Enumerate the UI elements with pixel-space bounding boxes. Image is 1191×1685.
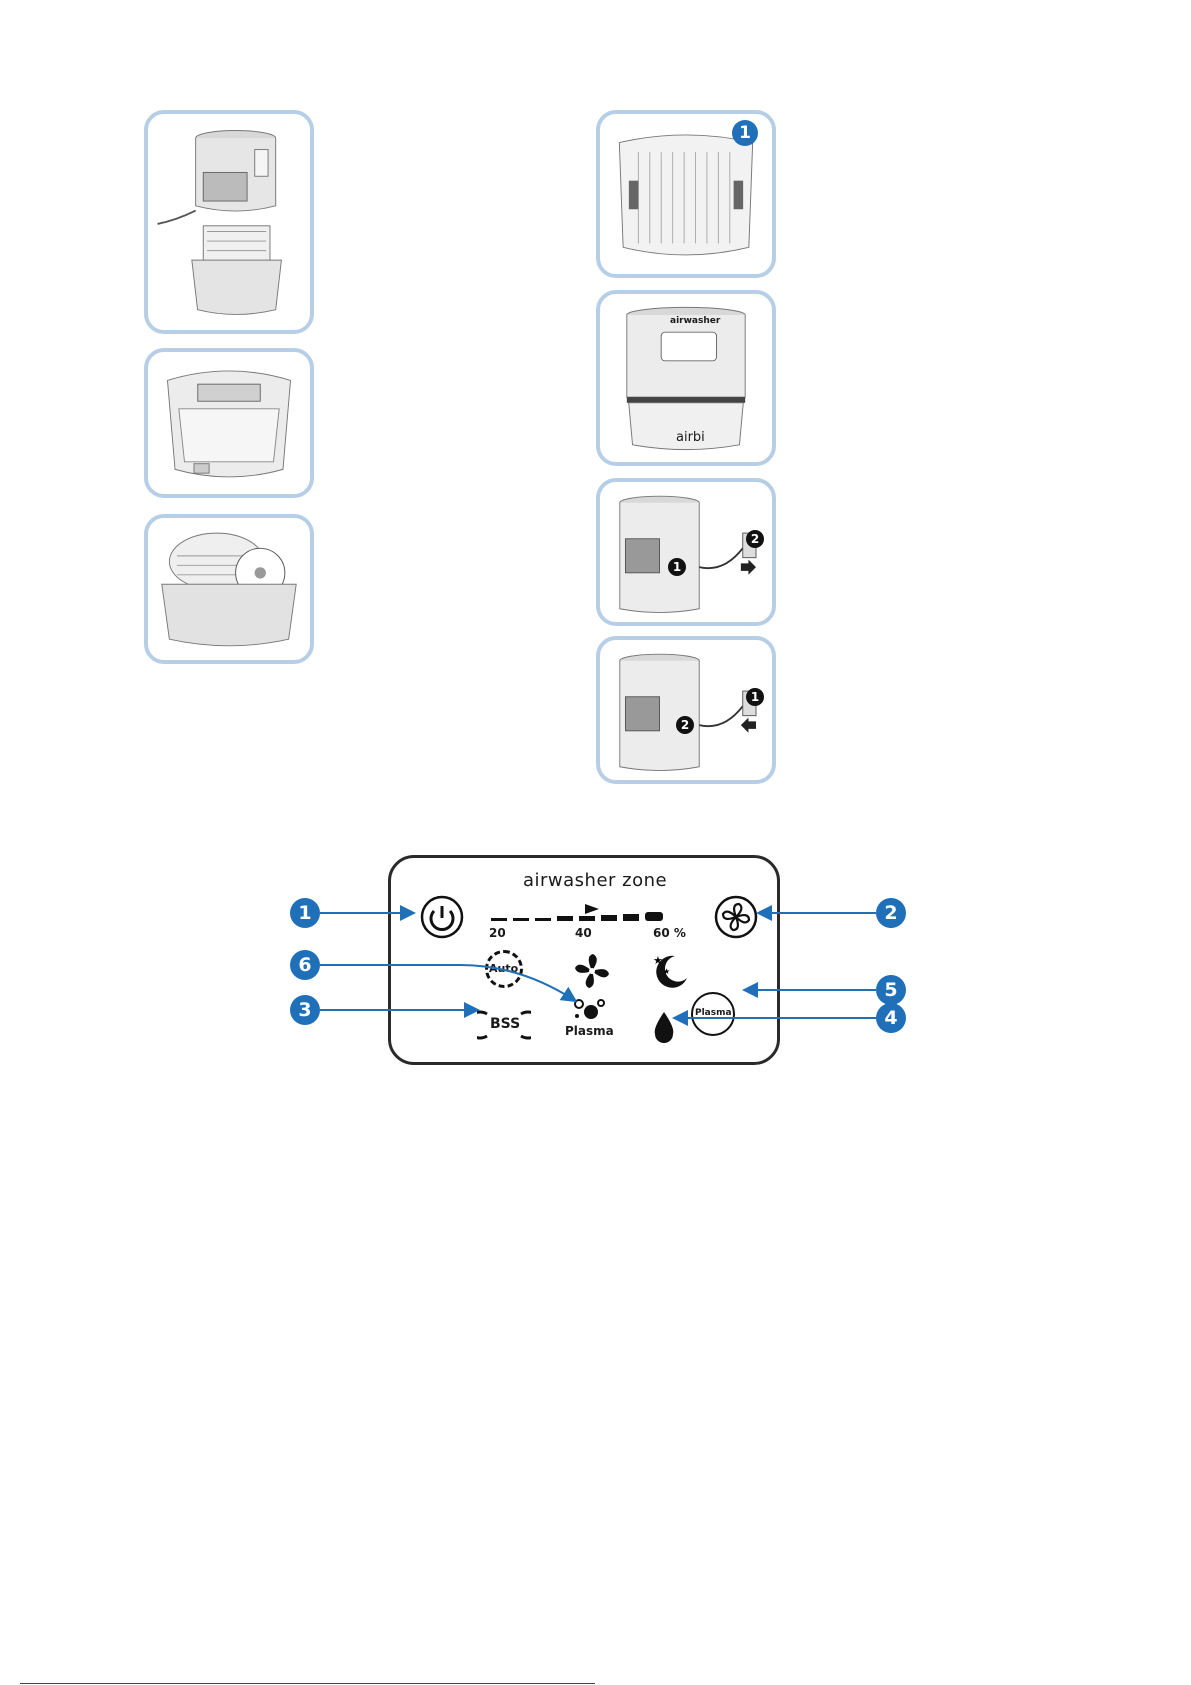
callout-power-button: 1: [290, 898, 320, 928]
callout-fan-speed-button: 2: [876, 898, 906, 928]
footer-rule: [20, 1683, 595, 1684]
callout-plasma-button: 5: [876, 975, 906, 1005]
callout-water-indicator: 4: [876, 1003, 906, 1033]
callout-plasma-indicator: 6: [290, 950, 320, 980]
callout-bss-indicator: 3: [290, 995, 320, 1025]
